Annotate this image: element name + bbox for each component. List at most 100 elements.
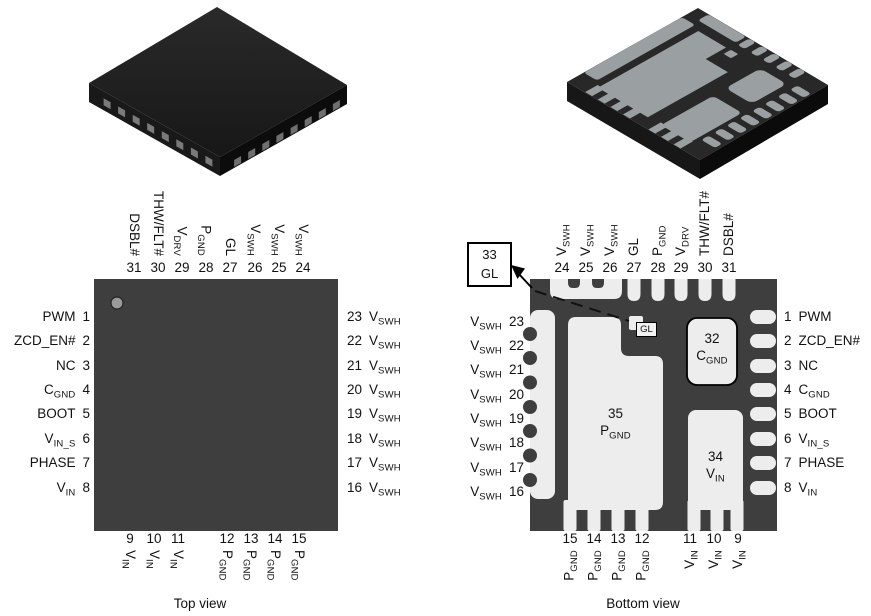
pin1-indicator-dot <box>110 296 124 310</box>
top-view-pin-2-row: ZCD_EN#2 <box>13 333 90 348</box>
edge-pad <box>750 407 776 421</box>
pad-32-number: 32 <box>704 331 720 346</box>
render-bottom-pads <box>585 15 810 149</box>
pad-35-name: PGND <box>600 422 631 442</box>
top-view-pin-10-number: 10 <box>146 531 162 546</box>
top-view-pin-12-number: 12 <box>219 531 235 546</box>
top-view-pin-24-number: 24 <box>295 260 311 275</box>
edge-pad <box>750 334 776 348</box>
pad-32-cgnd <box>686 317 738 386</box>
edge-pad <box>750 481 776 495</box>
package-3d-top-render <box>89 7 347 176</box>
top-view-pin-14-number: 14 <box>267 531 283 546</box>
pad-32-label: 32 CGND <box>687 331 737 370</box>
pad-32-name: CGND <box>696 347 728 367</box>
edge-pad <box>750 310 776 324</box>
pad-34-label: 34 VIN <box>688 449 743 488</box>
pad-34-number: 34 <box>707 449 724 464</box>
gl-callout-label: GL <box>480 266 499 281</box>
bottom-view-pin-9-number: 9 <box>734 531 742 546</box>
bottom-view-caption: Bottom view <box>606 596 680 611</box>
top-view-pin-25-number: 25 <box>271 260 287 275</box>
top-view-pin-15-number: 15 <box>291 531 307 546</box>
pad-35-number: 35 <box>607 406 624 421</box>
gl-callout-leader <box>511 265 630 322</box>
top-view-chip <box>94 279 338 531</box>
bottom-view-pin-30-number: 30 <box>697 260 713 275</box>
top-view-caption: Top view <box>173 596 227 611</box>
top-view-pin-29-number: 29 <box>174 260 190 275</box>
top-view-pin-9-number: 9 <box>126 531 134 546</box>
pad-vswh-top <box>550 279 622 299</box>
pad-35-pgnd <box>568 317 663 510</box>
bottom-view-pin-14-number: 14 <box>586 531 602 546</box>
pad-34-name: VIN <box>706 465 725 485</box>
bottom-view-pin-12-number: 12 <box>634 531 650 546</box>
edge-pad <box>651 279 665 301</box>
edge-pad <box>523 448 537 463</box>
bottom-view-pin-25-number: 25 <box>578 260 594 275</box>
edge-pad <box>523 351 537 365</box>
bottom-view-pin-28-number: 28 <box>650 260 666 275</box>
edge-pad <box>674 279 688 301</box>
edge-pad <box>523 400 537 414</box>
gl-callout-box: 33 GL <box>467 242 512 287</box>
top-view-pin-31-number: 31 <box>126 260 142 275</box>
top-view-pin-26-number: 26 <box>247 260 263 275</box>
package-3d-bottom-render <box>567 8 828 179</box>
edge-pad <box>523 327 537 341</box>
bottom-view-pin-13-number: 13 <box>610 531 626 546</box>
gl-pad-tag: GL <box>636 322 657 337</box>
top-view-pin-13-number: 13 <box>243 531 259 546</box>
top-view-pin-27-number: 27 <box>222 260 238 275</box>
edge-pad <box>750 383 776 397</box>
top-view-pin-30-number: 30 <box>150 260 166 275</box>
edge-pad <box>523 424 537 438</box>
bottom-view-pin-29-number: 29 <box>673 260 689 275</box>
bottom-view-pin-27-number: 27 <box>626 260 642 275</box>
top-view-pin-11-number: 11 <box>170 531 186 546</box>
bottom-view-pin-26-number: 26 <box>602 260 618 275</box>
bottom-view-pin-24-number: 24 <box>554 260 570 275</box>
bottom-view-pin-15-number: 15 <box>562 531 578 546</box>
edge-pad <box>523 473 537 487</box>
edge-pad <box>722 279 736 301</box>
edge-pad <box>750 432 776 446</box>
edge-pad <box>523 375 537 390</box>
pad-35-label: 35 PGND <box>568 406 663 445</box>
bottom-view-pin-31-number: 31 <box>721 260 737 275</box>
bottom-view-pin-10-number: 10 <box>706 531 722 546</box>
